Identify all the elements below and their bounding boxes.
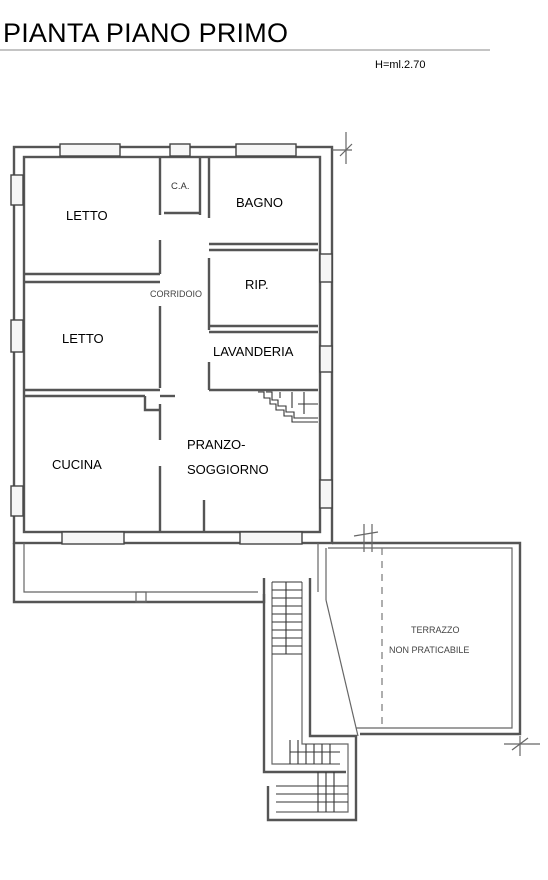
- height-note: H=ml.2.70: [375, 59, 425, 71]
- room-label-rip: RIP.: [245, 277, 269, 292]
- windows: [10, 143, 333, 545]
- room-label-bagno: BAGNO: [236, 195, 283, 210]
- room-label-letto-1: LETTO: [66, 208, 108, 223]
- room-label-letto-2: LETTO: [62, 331, 104, 346]
- internal-stair: [258, 391, 318, 423]
- room-label-ca: C.A.: [171, 181, 189, 192]
- interior-walls: [24, 157, 318, 532]
- room-label-cucina: CUCINA: [52, 457, 102, 472]
- break-marks: [332, 132, 540, 756]
- stair-treads-lower: [276, 740, 348, 812]
- stair-treads-upper: [272, 581, 302, 655]
- external-stair: [262, 578, 358, 822]
- plan-title: PIANTA PIANO PRIMO: [3, 18, 288, 48]
- room-label-lavanderia: LAVANDERIA: [213, 344, 294, 359]
- room-label-terrazzo: TERRAZZO: [411, 625, 460, 635]
- terrace: [325, 524, 522, 737]
- room-label-pranzo: PRANZO-: [187, 437, 246, 452]
- room-label-soggiorno: SOGGIORNO: [187, 462, 269, 477]
- room-label-non-praticabile: NON PRATICABILE: [389, 645, 469, 655]
- room-label-corridoio: CORRIDOIO: [150, 289, 202, 299]
